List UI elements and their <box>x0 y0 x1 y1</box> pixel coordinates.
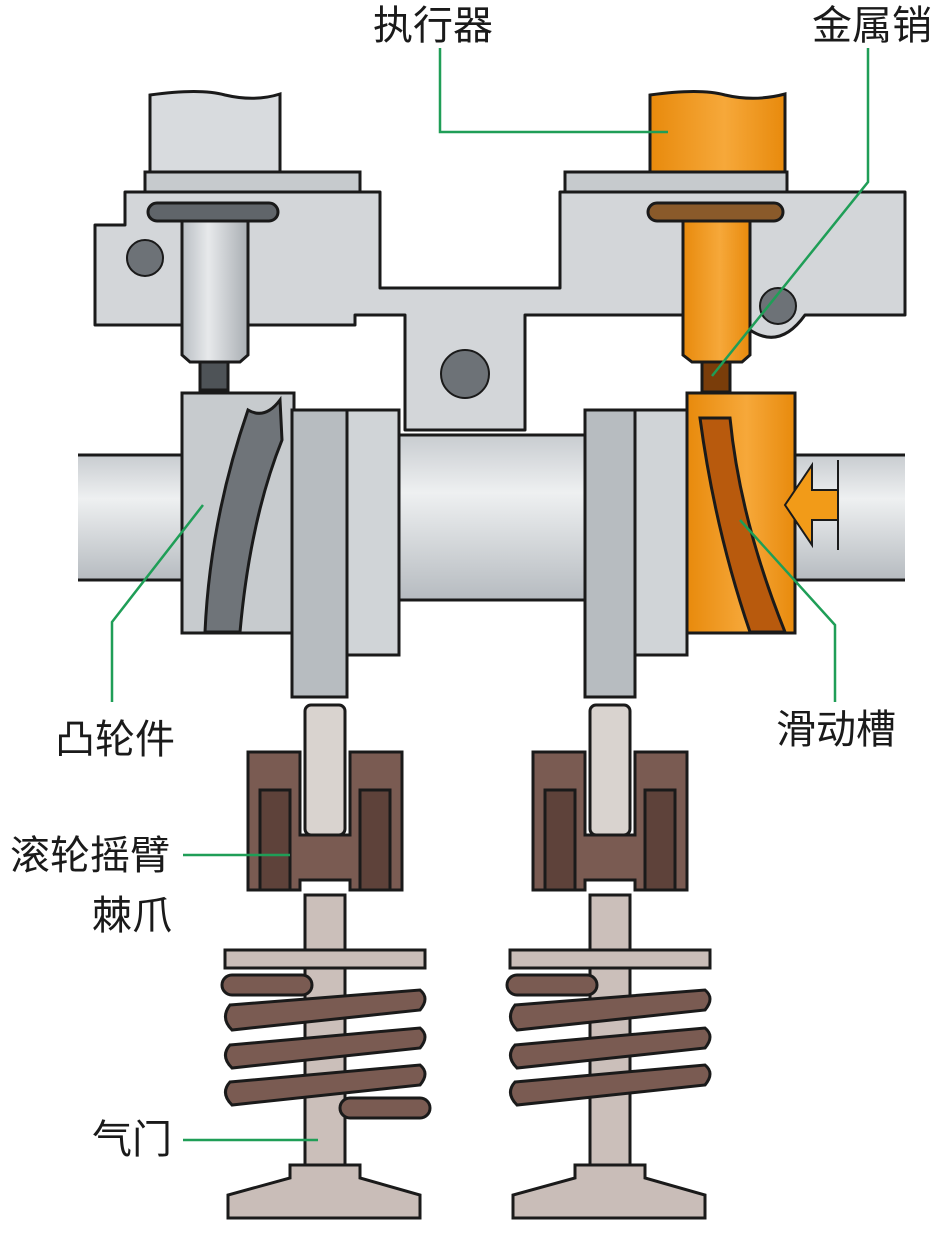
cam-piece-right <box>583 391 797 699</box>
label-sliding-groove: 滑动槽 <box>776 707 896 753</box>
label-cam-piece: 凸轮件 <box>55 717 175 763</box>
push-arrow <box>783 460 839 550</box>
label-metal-pin: 金属销 <box>812 3 932 49</box>
label-roller-rocker: 滚轮摇臂 <box>10 833 170 879</box>
label-pawl: 棘爪 <box>92 893 172 939</box>
rocker-assembly-right <box>505 703 712 1220</box>
leader-metal-pin <box>711 48 870 377</box>
leader-sliding-groove <box>739 519 837 702</box>
housing-bolt-left <box>126 239 164 277</box>
housing-bolt-center <box>440 349 490 399</box>
label-actuator: 执行器 <box>373 3 493 49</box>
leader-lines <box>110 48 870 1142</box>
housing-bolt-right <box>759 287 797 325</box>
cam-piece-left <box>180 391 401 699</box>
rocker-assembly-left <box>220 703 432 1220</box>
camshaft <box>78 433 905 602</box>
leader-cam-piece <box>110 504 204 702</box>
actuator-right <box>563 90 789 394</box>
actuator-left <box>143 90 362 392</box>
leader-actuator <box>438 48 668 134</box>
label-valve: 气门 <box>92 1117 172 1163</box>
